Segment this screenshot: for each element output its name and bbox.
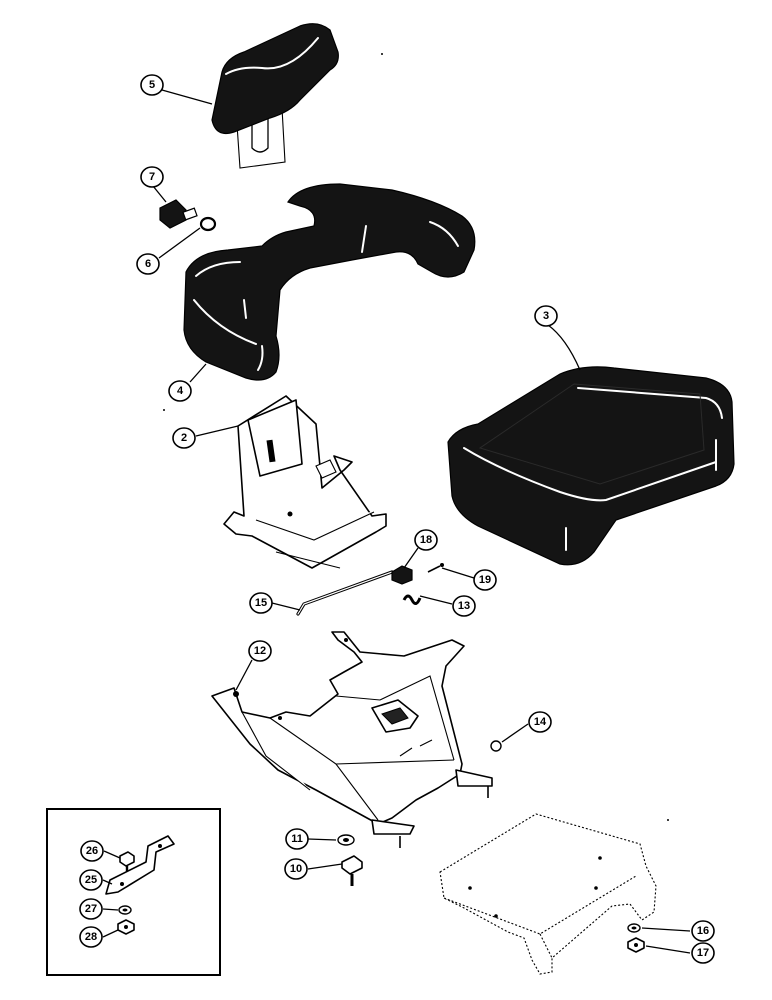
part-25-bracket xyxy=(105,835,175,895)
callout-19: 19 xyxy=(473,569,497,591)
part-18-nut xyxy=(391,565,413,585)
part-10-bolt xyxy=(341,855,363,886)
callout-label: 27 xyxy=(85,903,97,915)
scan-speck xyxy=(163,409,165,411)
callout-16: 16 xyxy=(691,920,715,942)
callout-label: 7 xyxy=(149,171,155,183)
callout-10: 10 xyxy=(284,858,308,880)
callout-label: 11 xyxy=(291,833,303,845)
callout-label: 2 xyxy=(181,432,187,444)
callout-label: 16 xyxy=(697,925,709,937)
part-27-washer xyxy=(118,905,132,915)
callout-28: 28 xyxy=(79,926,103,948)
callout-14: 14 xyxy=(528,711,552,733)
callout-17: 17 xyxy=(691,942,715,964)
callout-26: 26 xyxy=(80,840,104,862)
callout-15: 15 xyxy=(249,592,273,614)
callout-27: 27 xyxy=(79,898,103,920)
callout-label: 3 xyxy=(543,310,549,322)
callout-3: 3 xyxy=(534,305,558,327)
optional-cover-plate xyxy=(439,813,657,975)
part-28-nut xyxy=(117,919,135,935)
part-3-seat-cushion xyxy=(447,366,735,566)
part-16-washer xyxy=(627,923,641,933)
callout-label: 28 xyxy=(85,931,97,943)
part-11-washer xyxy=(337,834,355,846)
part-5-backrest-pad xyxy=(211,23,339,169)
callout-label: 10 xyxy=(290,863,302,875)
callout-11: 11 xyxy=(285,828,309,850)
callout-4: 4 xyxy=(168,380,192,402)
part-2-seat-frame xyxy=(223,395,387,569)
part-15-rod xyxy=(296,570,400,616)
callout-label: 6 xyxy=(145,258,151,270)
callout-25: 25 xyxy=(79,869,103,891)
scan-speck xyxy=(667,819,669,821)
part-4-back-cushion xyxy=(183,183,476,381)
callout-12: 12 xyxy=(248,640,272,662)
callout-label: 4 xyxy=(177,385,184,397)
callout-7: 7 xyxy=(140,166,164,188)
callout-label: 15 xyxy=(255,597,267,609)
callout-label: 5 xyxy=(149,79,155,91)
part-7-knob xyxy=(159,199,198,229)
callout-18: 18 xyxy=(414,529,438,551)
callout-13: 13 xyxy=(452,595,476,617)
callout-5: 5 xyxy=(140,74,164,96)
callout-label: 26 xyxy=(86,845,98,857)
callout-label: 19 xyxy=(479,574,491,586)
callout-2: 2 xyxy=(172,427,196,449)
callout-label: 12 xyxy=(254,645,266,657)
leader-lines xyxy=(102,89,691,954)
callout-6: 6 xyxy=(136,253,160,275)
part-12-base-bracket xyxy=(211,631,493,848)
part-17-nut xyxy=(627,937,645,953)
callout-label: 17 xyxy=(697,947,709,959)
callout-label: 14 xyxy=(534,716,547,728)
part-19-pin xyxy=(427,563,444,573)
callout-label: 25 xyxy=(85,874,97,886)
inset-detail-box xyxy=(46,808,221,976)
part-14-plug xyxy=(490,740,502,752)
callout-label: 13 xyxy=(458,600,470,612)
scan-speck xyxy=(381,53,383,55)
part-6-washer xyxy=(199,216,217,232)
part-13-spring xyxy=(402,594,422,605)
callout-label: 18 xyxy=(420,534,432,546)
